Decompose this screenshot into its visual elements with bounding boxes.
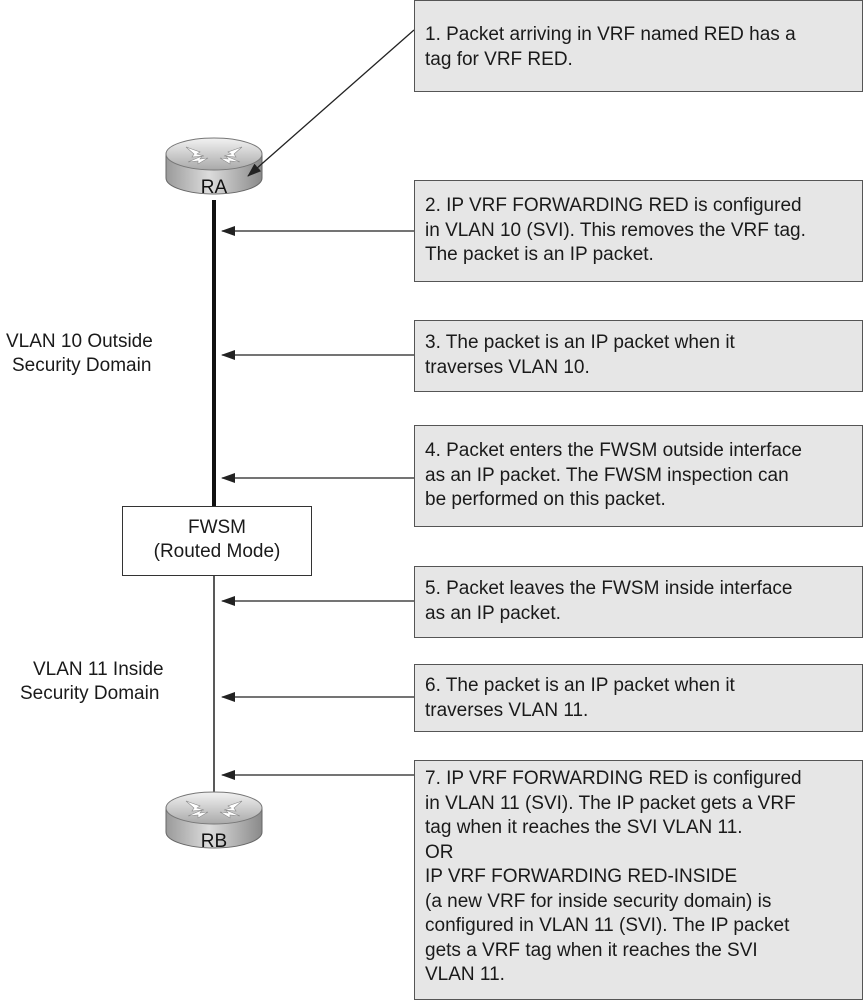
note-2: 2. IP VRF FORWARDING RED is configured i…: [414, 180, 863, 282]
note-7-line-1: 7. IP VRF FORWARDING RED is configured: [425, 768, 802, 789]
fwsm-box: FWSM (Routed Mode): [122, 506, 312, 576]
note-4-line-1: 4. Packet enters the FWSM outside interf…: [425, 440, 803, 461]
note-7-line-6: (a new VRF for inside security domain) i…: [425, 890, 772, 912]
router-ra-icon: [165, 137, 263, 195]
note-7-line-5: IP VRF FORWARDING RED-INSIDE: [425, 866, 738, 887]
vlan10-label-line-2: Security Domain: [12, 355, 152, 376]
note-1-line-1: 1. Packet arriving in VRF named RED has …: [425, 24, 796, 45]
note-2-line-1: 2. IP VRF FORWARDING RED is configured: [425, 195, 802, 216]
note-4-line-3: be performed on this packet.: [425, 489, 666, 510]
note-6: 6. The packet is an IP packet when it tr…: [414, 664, 863, 732]
note-2-line-3: The packet is an IP packet.: [425, 244, 654, 265]
fwsm-mode: (Routed Mode): [153, 541, 281, 562]
note-6-line-2: traverses VLAN 11.: [425, 699, 589, 721]
note-1-line-2: tag for VRF RED.: [425, 48, 573, 70]
vlan10-label-line-1: VLAN 10 Outside: [6, 331, 153, 352]
note-3: 3. The packet is an IP packet when it tr…: [414, 320, 863, 392]
vlan11-label: VLAN 11 Inside Security Domain: [20, 658, 164, 706]
vlan11-label-line-2: Security Domain: [20, 683, 160, 704]
note-7-line-4: OR: [425, 841, 454, 863]
router-ra-label: RA: [201, 177, 228, 198]
note-5: 5. Packet leaves the FWSM inside interfa…: [414, 566, 863, 638]
note-7-line-2: in VLAN 11 (SVI). The IP packet gets a V…: [425, 792, 796, 814]
note-6-line-1: 6. The packet is an IP packet when it: [425, 675, 735, 696]
note-7-line-7: configured in VLAN 11 (SVI). The IP pack…: [425, 915, 790, 936]
note-2-line-2: in VLAN 10 (SVI). This removes the VRF t…: [425, 219, 806, 241]
note-4: 4. Packet enters the FWSM outside interf…: [414, 425, 863, 527]
note-3-line-2: traverses VLAN 10.: [425, 356, 590, 378]
arrow-note-1: [247, 29, 415, 177]
note-4-line-2: as an IP packet. The FWSM inspection can: [425, 464, 789, 486]
vlan10-label: VLAN 10 Outside Security Domain: [6, 330, 153, 378]
vlan11-label-line-1: VLAN 11 Inside: [33, 659, 164, 680]
router-rb-icon: [165, 791, 263, 849]
router-rb-label: RB: [201, 831, 227, 852]
note-7-line-9: VLAN 11.: [425, 964, 505, 985]
fwsm-title: FWSM: [187, 517, 247, 538]
note-7-line-8: gets a VRF tag when it reaches the SVI: [425, 939, 758, 961]
note-7: 7. IP VRF FORWARDING RED is configured i…: [414, 760, 863, 1000]
note-5-line-1: 5. Packet leaves the FWSM inside interfa…: [425, 578, 793, 599]
note-1: 1. Packet arriving in VRF named RED has …: [414, 0, 863, 92]
note-3-line-1: 3. The packet is an IP packet when it: [425, 332, 735, 353]
note-5-line-2: as an IP packet.: [425, 602, 561, 624]
note-7-line-3: tag when it reaches the SVI VLAN 11.: [425, 817, 743, 838]
